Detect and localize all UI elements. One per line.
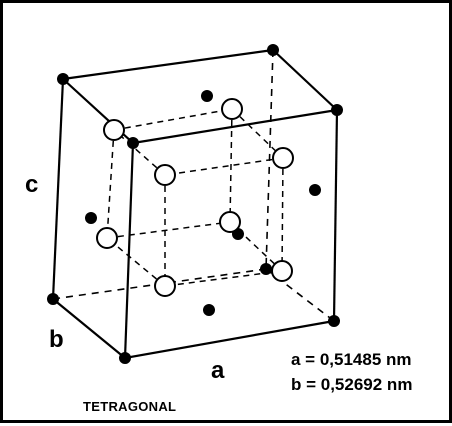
open-atom	[96, 227, 118, 249]
axis-label-c: c	[25, 171, 39, 198]
hidden-edges	[52, 49, 335, 322]
structure-title: TETRAGONAL	[83, 399, 177, 414]
black-atom	[260, 263, 272, 275]
crystal-cell-drawing	[47, 44, 343, 364]
black-atom	[309, 184, 321, 196]
black-atom	[85, 212, 97, 224]
open-atom	[154, 275, 176, 297]
black-atom	[331, 104, 343, 116]
open-atom	[154, 164, 176, 186]
left-edges	[51, 78, 126, 359]
open-atoms	[96, 98, 294, 297]
black-atom	[47, 293, 59, 305]
lattice-parameter-b: b = 0,52692 nm	[291, 375, 413, 394]
open-atom	[272, 147, 294, 169]
open-atom	[271, 260, 293, 282]
black-atom	[127, 137, 139, 149]
inner-cell	[106, 108, 284, 287]
black-atoms	[47, 44, 343, 364]
open-atom	[103, 119, 125, 141]
axis-label-b: b	[49, 326, 64, 353]
black-atom	[201, 90, 213, 102]
black-atom	[203, 304, 215, 316]
front-face	[123, 108, 339, 360]
open-atom	[219, 211, 241, 233]
lattice-parameter-a: a = 0,51485 nm	[291, 350, 412, 369]
black-atom	[267, 44, 279, 56]
black-atom	[328, 315, 340, 327]
black-atom	[119, 352, 131, 364]
black-atom	[57, 73, 69, 85]
open-atom	[221, 98, 243, 120]
axis-label-a: a	[211, 357, 225, 384]
